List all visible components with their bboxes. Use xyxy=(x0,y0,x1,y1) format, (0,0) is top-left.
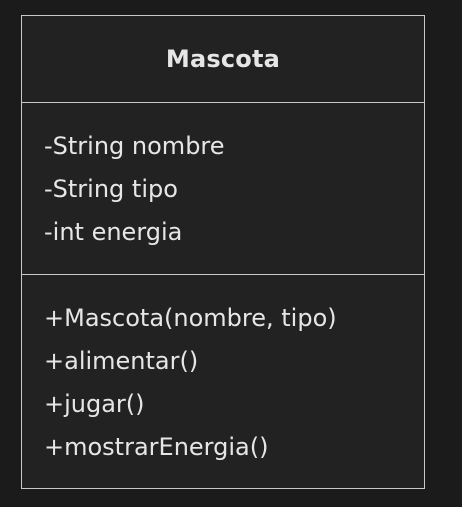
method-item: +Mascota(nombre, tipo) xyxy=(44,304,337,332)
attribute-item: -String tipo xyxy=(44,175,178,203)
class-header: Mascota xyxy=(22,16,424,102)
header-divider xyxy=(22,102,424,103)
methods-section: +Mascota(nombre, tipo) +alimentar() +jug… xyxy=(44,297,414,469)
uml-class-box: Mascota -String nombre -String tipo -int… xyxy=(21,15,425,489)
attribute-item: -String nombre xyxy=(44,132,225,160)
attribute-item: -int energia xyxy=(44,218,183,246)
method-item: +jugar() xyxy=(44,390,145,418)
attributes-divider xyxy=(22,274,424,275)
attributes-section: -String nombre -String tipo -int energia xyxy=(44,125,414,254)
class-name: Mascota xyxy=(165,45,281,73)
method-item: +mostrarEnergia() xyxy=(44,433,269,461)
method-item: +alimentar() xyxy=(44,347,199,375)
